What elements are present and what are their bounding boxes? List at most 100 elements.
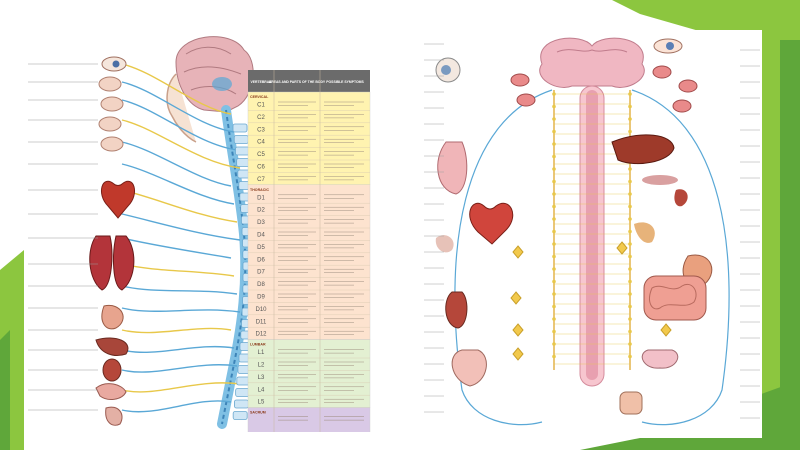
prevertebral-ganglion xyxy=(512,323,524,337)
chain-ganglion xyxy=(552,104,556,109)
vertebra xyxy=(235,146,250,156)
gland-icon xyxy=(98,116,122,132)
chain-ganglion xyxy=(552,117,556,121)
right-label-ticks xyxy=(424,43,760,419)
eye-icon xyxy=(653,38,683,54)
nerve-branch xyxy=(121,285,238,295)
vertebra-code: C3 xyxy=(257,127,265,133)
chain-ganglion xyxy=(552,279,556,284)
vertebra-code: C4 xyxy=(257,140,265,146)
vertebra-code: L3 xyxy=(258,375,265,381)
chain-ganglion xyxy=(552,304,556,309)
spinal-cord-icon xyxy=(579,85,605,387)
nerve-branch xyxy=(121,263,235,277)
table-section xyxy=(247,91,371,186)
vertebra-code: C7 xyxy=(257,177,265,183)
nerve-branch xyxy=(121,213,241,241)
vertebra-code: D6 xyxy=(257,257,265,263)
brain-icon xyxy=(175,36,254,113)
table-section xyxy=(247,184,371,340)
kidney-icon xyxy=(445,291,468,329)
gland-icon xyxy=(516,93,536,107)
green-left-sliver xyxy=(0,330,10,450)
table-header-cell: AREAS AND PARTS OF THE BODY xyxy=(269,80,326,84)
left-organ-column xyxy=(89,56,136,426)
prevertebral-ganglion xyxy=(512,347,524,361)
pancreas-icon xyxy=(634,222,655,243)
nerve-branch xyxy=(121,141,232,187)
chain-ganglion xyxy=(628,129,632,134)
vertebra xyxy=(234,399,249,409)
vertebra-code: D2 xyxy=(257,208,265,214)
vertebra xyxy=(232,411,248,420)
chain-ganglion xyxy=(552,179,556,184)
eye-icon xyxy=(101,56,127,72)
heart-icon xyxy=(100,181,136,219)
vertebra xyxy=(232,123,248,133)
vertebra-code: L1 xyxy=(258,350,265,356)
heart-icon xyxy=(469,203,514,245)
vagus-nerve-right xyxy=(631,89,730,426)
right-organ-set xyxy=(435,38,713,415)
bladder-icon xyxy=(451,349,487,387)
nerve-branch xyxy=(121,364,238,373)
vertebra-code: C6 xyxy=(257,165,265,171)
vertebra-code: C2 xyxy=(257,115,265,121)
gallbladder-icon xyxy=(642,175,678,185)
vertebra xyxy=(235,388,251,397)
eye-icon xyxy=(435,57,461,83)
liver-icon xyxy=(611,134,675,165)
gland-icon xyxy=(100,136,124,152)
gland-icon xyxy=(98,76,122,92)
table-header-cell: POSSIBLE SYMPTOMS xyxy=(326,80,364,84)
prevertebral-ganglion xyxy=(616,241,628,255)
chain-ganglion xyxy=(628,254,632,259)
table-section-label: THORACIC xyxy=(250,188,269,192)
lungs-icon xyxy=(89,235,135,291)
green-right-edge-dark xyxy=(780,40,800,450)
kidney-icon xyxy=(102,358,122,382)
chain-ganglion xyxy=(628,229,632,234)
nerve-branch xyxy=(121,237,232,259)
vertebra-code: D12 xyxy=(255,332,267,338)
nerve-branch xyxy=(121,189,238,223)
nerve-branch xyxy=(121,382,241,393)
gland-icon xyxy=(672,99,692,113)
autonomic-nervous-system-illustration xyxy=(424,37,760,426)
vertebra xyxy=(233,135,249,144)
vertebra-code: L2 xyxy=(258,363,265,369)
vertebra-code: D9 xyxy=(257,295,265,301)
vertebra-code: C5 xyxy=(257,152,265,158)
chain-ganglion xyxy=(628,279,632,284)
chain-ganglion xyxy=(628,217,632,221)
nerve-branch xyxy=(121,81,235,133)
chain-ganglion xyxy=(628,117,632,121)
chain-ganglion xyxy=(628,204,632,209)
nerve-lines xyxy=(121,63,258,420)
table-section-label: CERVICAL xyxy=(250,95,269,99)
chain-ganglion xyxy=(628,317,632,321)
nerve-branch xyxy=(121,307,241,313)
bladder-icon xyxy=(105,406,123,426)
chain-ganglion xyxy=(552,317,556,321)
vertebra-code: D10 xyxy=(255,307,267,313)
table-header-cell: VERTEBRAE xyxy=(251,80,273,84)
chain-ganglion xyxy=(552,129,556,134)
prevertebral-ganglion xyxy=(660,323,672,337)
nerve-branch xyxy=(121,345,235,353)
nerve-branch xyxy=(121,63,232,115)
lungs-icon xyxy=(437,141,468,195)
vertebra-code: D11 xyxy=(256,319,267,325)
chain-ganglion xyxy=(552,254,556,259)
gland-icon xyxy=(652,65,672,79)
nerve-branch xyxy=(121,400,232,413)
central-brain-icon xyxy=(539,37,645,88)
nerve-branch xyxy=(121,163,235,205)
vertebra-code: D4 xyxy=(257,233,265,239)
chain-ganglion xyxy=(552,217,556,221)
chain-ganglion xyxy=(628,304,632,309)
vertebra-code: L5 xyxy=(258,400,265,406)
